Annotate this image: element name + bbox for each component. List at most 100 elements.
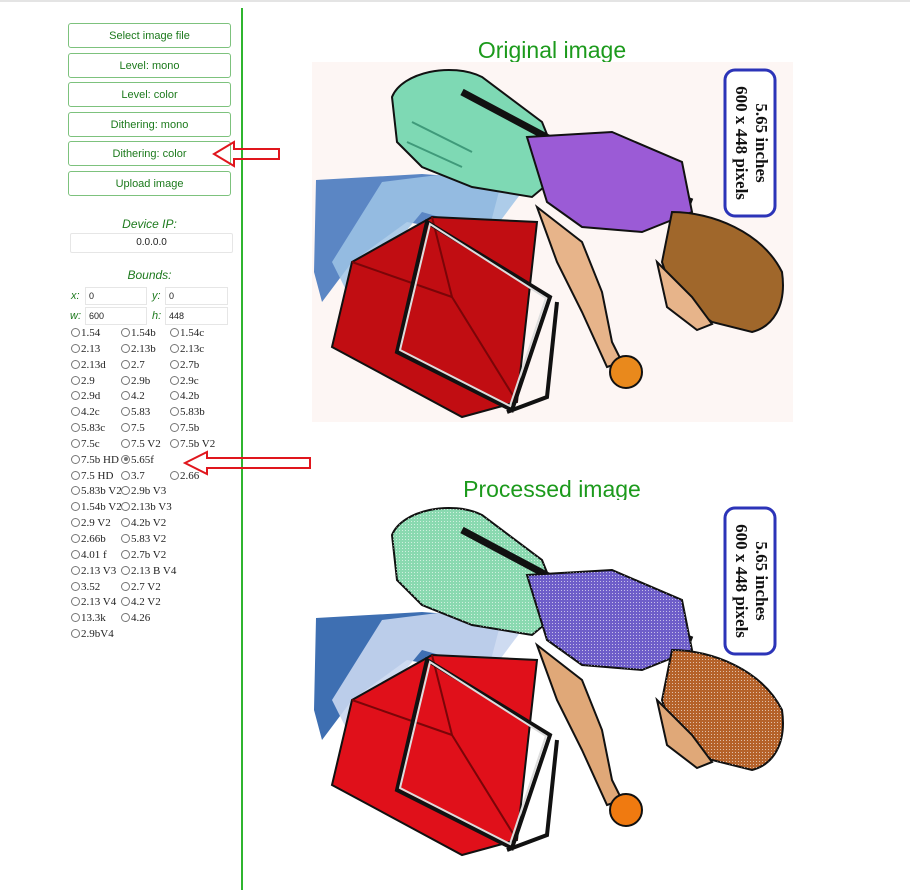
radio-button-icon[interactable] — [71, 597, 80, 607]
bounds-x-input[interactable]: 0 — [85, 287, 147, 305]
display-option-radio[interactable]: 4.26 — [121, 611, 166, 627]
dithering-mono-button[interactable]: Dithering: mono — [68, 112, 231, 137]
radio-button-icon[interactable] — [170, 407, 179, 417]
radio-button-icon[interactable] — [121, 343, 130, 353]
radio-button-icon[interactable] — [170, 359, 179, 369]
radio-button-icon[interactable] — [121, 597, 130, 607]
upload-image-button[interactable]: Upload image — [68, 171, 231, 196]
display-option-radio[interactable]: 7.5b V2 — [170, 437, 215, 453]
display-option-radio[interactable]: 4.2 — [121, 389, 166, 405]
display-option-radio[interactable]: 2.9b V3 — [121, 484, 166, 500]
level-mono-button[interactable]: Level: mono — [68, 53, 231, 78]
radio-button-icon[interactable] — [170, 343, 179, 353]
display-option-radio[interactable]: 2.13 V3 — [71, 564, 117, 580]
radio-button-icon[interactable] — [121, 407, 130, 417]
display-option-radio[interactable]: 2.9 — [71, 374, 117, 390]
radio-button-icon[interactable] — [121, 581, 130, 591]
display-option-radio[interactable]: 2.13c — [170, 342, 210, 358]
display-option-radio[interactable]: 2.13b V3 — [121, 500, 172, 516]
radio-button-icon[interactable] — [71, 613, 80, 623]
radio-button-icon[interactable] — [121, 470, 130, 480]
display-option-radio[interactable]: 1.54c — [170, 326, 210, 342]
radio-button-icon[interactable] — [170, 375, 179, 385]
display-option-radio[interactable]: 2.7 — [121, 358, 166, 374]
display-option-radio[interactable]: 2.9d — [71, 389, 117, 405]
display-option-radio[interactable]: 4.2c — [71, 405, 117, 421]
radio-button-icon[interactable] — [71, 518, 80, 528]
display-option-radio[interactable]: 2.7b — [170, 358, 210, 374]
display-option-radio[interactable]: 5.83c — [71, 421, 117, 437]
radio-button-icon[interactable] — [71, 470, 80, 480]
display-option-radio[interactable]: 2.13 — [71, 342, 117, 358]
radio-button-icon[interactable] — [170, 328, 179, 337]
radio-button-icon[interactable] — [71, 581, 80, 591]
device-ip-input[interactable]: 0.0.0.0 — [70, 233, 233, 253]
display-option-radio[interactable]: 7.5 HD — [71, 469, 117, 485]
display-option-radio[interactable]: 7.5 V2 — [121, 437, 166, 453]
radio-button-icon[interactable] — [121, 391, 130, 401]
radio-button-icon[interactable] — [71, 343, 80, 353]
radio-button-icon[interactable] — [71, 533, 80, 543]
display-option-radio[interactable]: 2.7b V2 — [121, 548, 166, 564]
display-option-radio[interactable]: 1.54b V2 — [71, 500, 122, 516]
display-option-radio[interactable]: 2.66b — [71, 532, 117, 548]
display-option-radio[interactable]: 2.9bV4 — [71, 627, 117, 643]
display-option-radio[interactable]: 13.3k — [71, 611, 117, 627]
radio-button-icon[interactable] — [71, 502, 80, 512]
radio-button-icon[interactable] — [71, 407, 80, 417]
radio-button-icon[interactable] — [121, 613, 130, 623]
radio-button-icon[interactable] — [121, 502, 130, 512]
display-option-radio[interactable]: 2.66 — [170, 469, 210, 485]
display-option-radio[interactable]: 5.83 — [121, 405, 166, 421]
radio-button-icon[interactable] — [121, 438, 130, 448]
display-option-radio[interactable]: 7.5b — [170, 421, 210, 437]
display-option-radio[interactable]: 1.54 — [71, 326, 117, 342]
display-option-radio[interactable]: 5.83b — [170, 405, 210, 421]
display-option-radio[interactable]: 2.13b — [121, 342, 166, 358]
display-option-radio[interactable]: 4.2b — [170, 389, 210, 405]
radio-button-icon[interactable] — [71, 438, 80, 448]
display-option-radio[interactable]: 2.9c — [170, 374, 210, 390]
radio-button-icon[interactable] — [121, 328, 130, 337]
display-option-radio[interactable]: 3.7 — [121, 469, 166, 485]
display-option-radio[interactable]: 7.5c — [71, 437, 117, 453]
radio-button-icon[interactable] — [121, 533, 130, 543]
display-option-radio[interactable]: 5.65f — [121, 453, 166, 469]
radio-button-icon[interactable] — [121, 486, 130, 496]
level-color-button[interactable]: Level: color — [68, 82, 231, 107]
display-option-radio[interactable]: 2.9b — [121, 374, 166, 390]
radio-button-icon[interactable] — [121, 518, 130, 528]
radio-button-icon[interactable] — [71, 565, 80, 575]
radio-button-icon[interactable] — [121, 375, 130, 385]
radio-button-icon[interactable] — [170, 470, 179, 480]
radio-button-icon[interactable] — [71, 629, 80, 639]
radio-button-icon[interactable] — [71, 423, 80, 433]
display-option-radio[interactable]: 1.54b — [121, 326, 166, 342]
display-option-radio[interactable]: 5.83b V2 — [71, 484, 122, 500]
display-option-radio[interactable]: 7.5 — [121, 421, 166, 437]
radio-button-icon[interactable] — [71, 359, 80, 369]
radio-button-icon[interactable] — [170, 391, 179, 401]
radio-button-icon[interactable] — [170, 423, 179, 433]
radio-button-icon[interactable] — [121, 549, 130, 559]
dithering-color-button[interactable]: Dithering: color — [68, 141, 231, 166]
display-option-radio[interactable]: 2.13 V4 — [71, 595, 117, 611]
radio-button-icon[interactable] — [71, 391, 80, 401]
display-option-radio[interactable]: 7.5b HD — [71, 453, 119, 469]
radio-button-icon[interactable] — [71, 486, 80, 496]
radio-button-icon[interactable] — [71, 375, 80, 385]
radio-button-icon[interactable] — [121, 565, 130, 575]
display-option-radio[interactable]: 2.9 V2 — [71, 516, 117, 532]
bounds-w-input[interactable]: 600 — [85, 307, 147, 325]
bounds-y-input[interactable]: 0 — [165, 287, 228, 305]
display-option-radio[interactable]: 4.2 V2 — [121, 595, 166, 611]
display-option-radio[interactable]: 2.13 B V4 — [121, 564, 176, 580]
radio-button-icon[interactable] — [170, 438, 179, 448]
radio-button-icon[interactable] — [71, 549, 80, 559]
radio-button-icon[interactable] — [121, 423, 130, 433]
radio-button-icon[interactable] — [71, 328, 80, 337]
radio-button-icon[interactable] — [121, 359, 130, 369]
display-option-radio[interactable]: 4.2b V2 — [121, 516, 166, 532]
radio-button-icon[interactable] — [121, 454, 130, 464]
display-option-radio[interactable]: 4.01 f — [71, 548, 117, 564]
